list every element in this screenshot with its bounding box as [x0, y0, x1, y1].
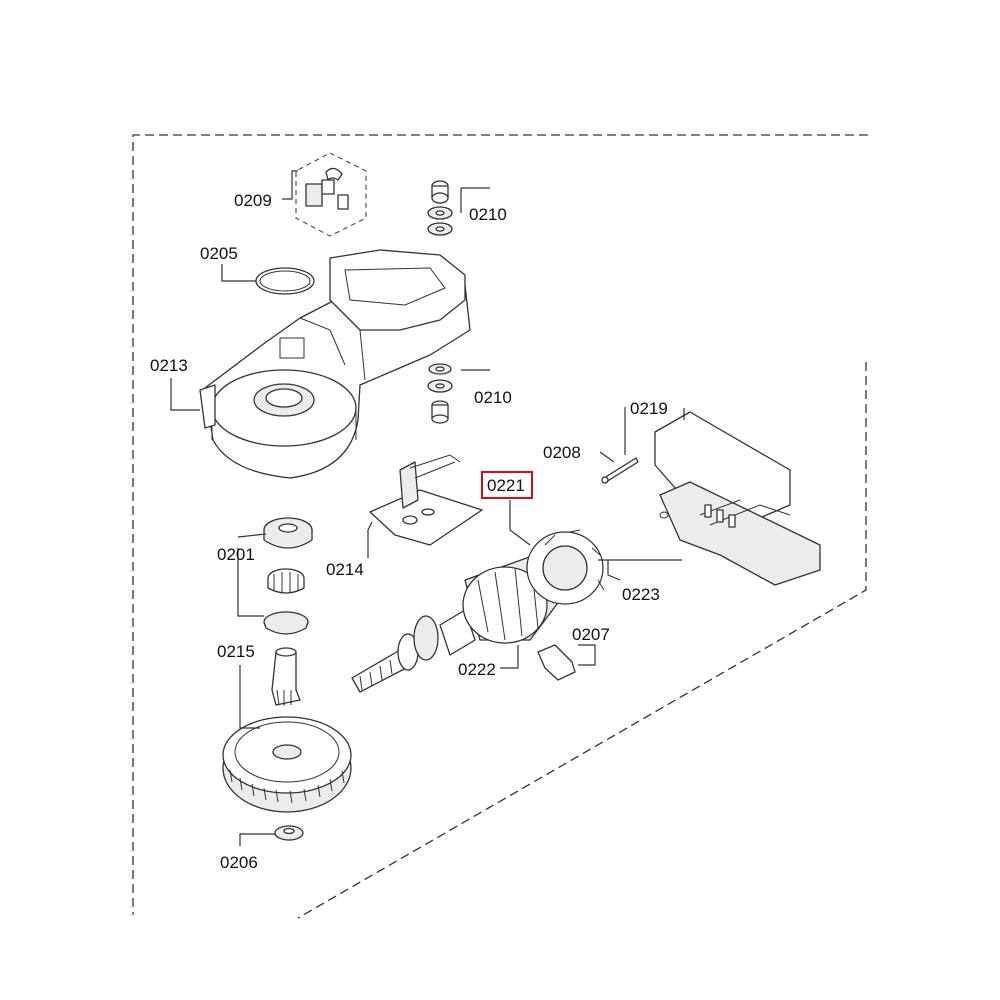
label-0213[interactable]: 0213 — [150, 356, 188, 375]
label-0215[interactable]: 0215 — [217, 642, 255, 661]
selected-part-highlight — [481, 471, 533, 499]
large-gear-graphic — [222, 716, 352, 813]
part-0206-graphic — [274, 825, 304, 841]
label-0221[interactable]: 0221 — [487, 476, 525, 495]
part-0213-graphic — [199, 249, 471, 479]
part-0210-lower-graphic — [427, 363, 453, 424]
label-0222[interactable]: 0222 — [458, 660, 496, 679]
part-0215-graphic — [271, 647, 301, 706]
part-0208-graphic — [601, 457, 639, 484]
part-0205-graphic — [255, 267, 315, 295]
label-0209[interactable]: 0209 — [234, 191, 272, 210]
part-0219-graphic — [654, 411, 821, 586]
label-0214[interactable]: 0214 — [326, 560, 364, 579]
part-labels: 0209 0210 0205 0213 0210 0219 0208 0221 … — [150, 191, 668, 872]
assembly-boundary — [132, 134, 868, 919]
label-0219[interactable]: 0219 — [630, 399, 668, 418]
label-0223[interactable]: 0223 — [622, 585, 660, 604]
part-0209-graphic — [295, 152, 367, 237]
part-0201-graphic — [263, 517, 313, 635]
part-0222-graphic — [351, 529, 605, 693]
label-0210-upper[interactable]: 0210 — [469, 205, 507, 224]
part-0207-graphic — [537, 644, 576, 681]
label-0206[interactable]: 0206 — [220, 853, 258, 872]
label-0207[interactable]: 0207 — [572, 625, 610, 644]
label-0201[interactable]: 0201 — [217, 545, 255, 564]
part-0214-graphic — [369, 454, 483, 546]
part-0210-upper-graphic — [427, 180, 453, 236]
label-0210-lower[interactable]: 0210 — [474, 388, 512, 407]
leader-lines — [170, 170, 685, 846]
label-0205[interactable]: 0205 — [200, 244, 238, 263]
label-0208[interactable]: 0208 — [543, 443, 581, 462]
